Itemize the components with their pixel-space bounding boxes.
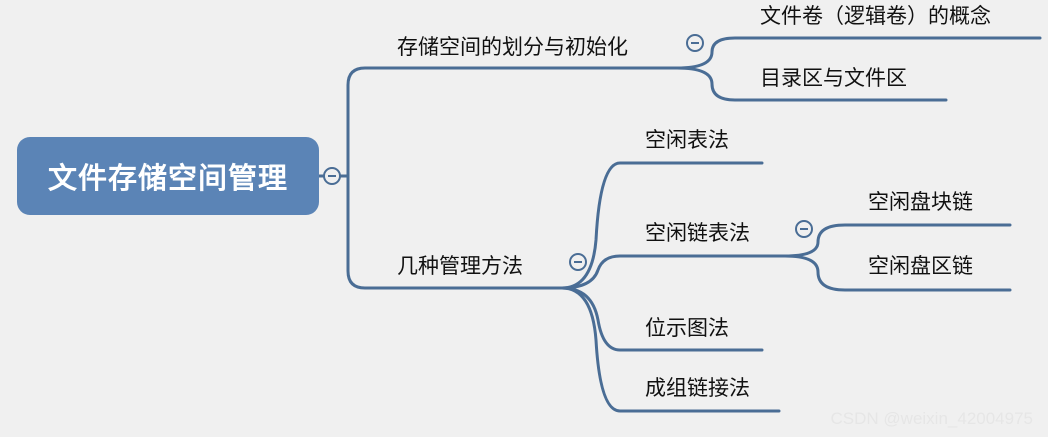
connector-free-list [560, 254, 787, 290]
connector-free-table [560, 161, 764, 290]
collapse-methods-button[interactable] [569, 253, 587, 271]
minus-icon [574, 261, 582, 263]
connector-free-area-chain [783, 254, 1012, 292]
topic-grouped-link[interactable]: 成组链接法 [645, 376, 750, 400]
collapse-root-button[interactable] [323, 167, 341, 185]
connector-grouped-link [560, 286, 781, 413]
topic-methods[interactable]: 几种管理方法 [397, 254, 523, 278]
connector-partition [346, 66, 374, 178]
minus-icon [328, 175, 336, 177]
connector-free-block-chain [783, 223, 1012, 258]
topic-volume-concept[interactable]: 文件卷（逻辑卷）的概念 [760, 4, 991, 28]
watermark: CSDN @weixin_42004975 [830, 409, 1033, 428]
topic-free-table[interactable]: 空闲表法 [645, 128, 729, 152]
connector-bitmap [560, 286, 764, 352]
connector-volume [675, 36, 1042, 70]
topic-free-area-chain[interactable]: 空闲盘区链 [868, 254, 973, 278]
topic-bitmap[interactable]: 位示图法 [645, 316, 729, 340]
topic-dir-file-area[interactable]: 目录区与文件区 [760, 66, 907, 90]
topic-partition[interactable]: 存储空间的划分与初始化 [397, 35, 628, 59]
collapse-free-list-button[interactable] [795, 220, 813, 238]
connector-methods [346, 174, 374, 290]
topic-free-block-chain[interactable]: 空闲盘块链 [868, 190, 973, 214]
connector-dir-area [675, 66, 948, 102]
root-topic[interactable]: 文件存储空间管理 [17, 137, 319, 215]
topic-free-list[interactable]: 空闲链表法 [645, 221, 750, 245]
minus-icon [800, 228, 808, 230]
minus-icon [691, 42, 699, 44]
collapse-partition-button[interactable] [686, 34, 704, 52]
